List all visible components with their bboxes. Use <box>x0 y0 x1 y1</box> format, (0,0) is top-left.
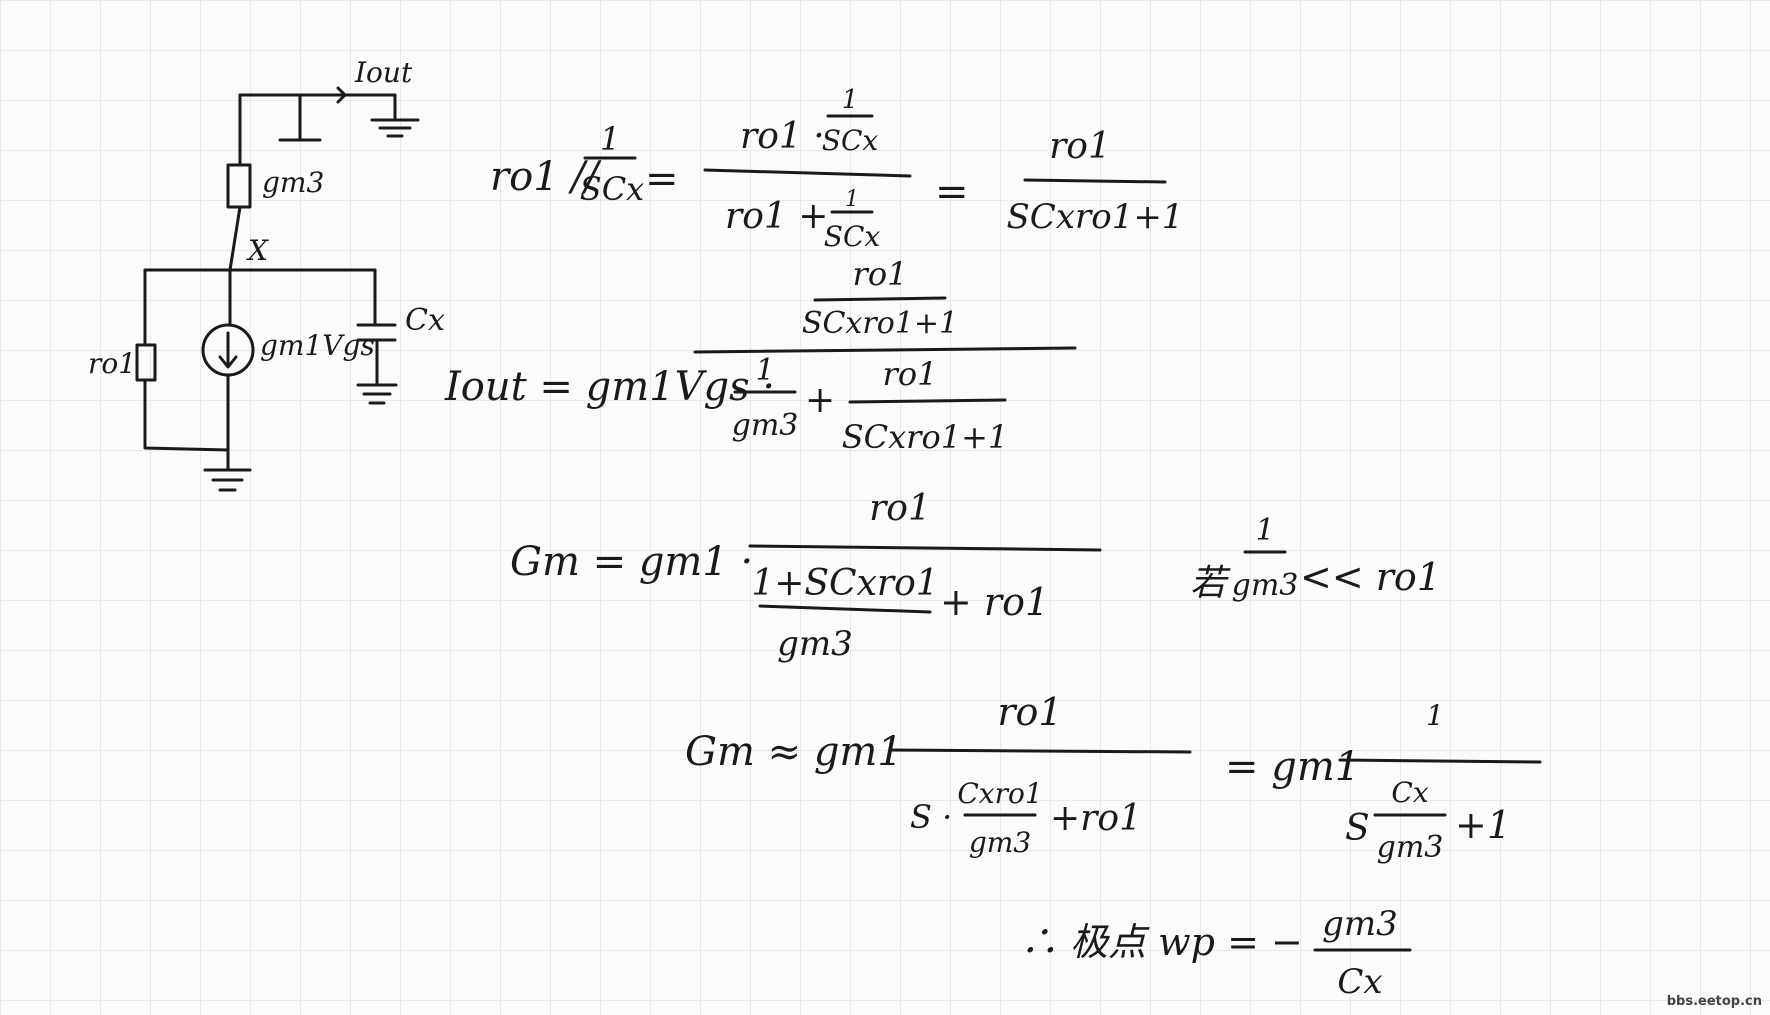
eq3-d-plus: + ro1 <box>940 580 1049 624</box>
iout-arrow <box>336 86 347 104</box>
eq3-d-num: 1+SCxro1 <box>751 563 938 604</box>
eq2-b2-den: SCxro1+1 <box>842 418 1009 456</box>
eq1-mid-den-frac-den: SCx <box>824 220 881 253</box>
eq1-eq: = <box>645 156 679 202</box>
eq4-num: ro1 <box>997 690 1062 734</box>
eq1-mid-den-frac-num: 1 <box>845 187 859 212</box>
small-signal-circuit: Iout gm3 X gm1Vgs ro1 <box>88 56 445 492</box>
eq5-den: Cx <box>1337 962 1382 1002</box>
watermark: bbs.eetop.cn <box>1666 994 1762 1009</box>
eq1-right-fraction-bar <box>1023 178 1167 184</box>
eq1-eq2: = <box>935 169 969 215</box>
source-label: gm1Vgs <box>260 329 375 362</box>
eq1-mid-fraction-bar <box>703 168 912 178</box>
eq2-b1-den: gm3 <box>732 408 799 443</box>
eq3-main-fraction-bar <box>748 544 1102 552</box>
eq3-d-den: gm3 <box>777 624 853 664</box>
cx-label: Cx <box>405 303 445 338</box>
eq2-b2-num: ro1 <box>883 355 938 393</box>
eq5-lhs: ∴ 极点 wp = − <box>1020 920 1303 964</box>
gm3-resistor <box>226 163 252 209</box>
equation-2: Iout = gm1Vgs · ro1 SCxro1+1 1 gm3 + ro1… <box>444 255 1077 456</box>
wire-ro1-bottom <box>143 378 230 452</box>
eq4-d-plus: +ro1 <box>1050 798 1142 839</box>
eq2-b1-num: 1 <box>755 353 774 388</box>
eq1-lhs-den: SCx <box>580 170 644 208</box>
eq2-lhs: Iout = gm1Vgs · <box>444 364 775 410</box>
equation-5: ∴ 极点 wp = − gm3 Cx <box>1020 904 1412 1002</box>
eq2-b2-fraction-bar <box>848 398 1007 404</box>
eq4-r-s: S <box>1345 808 1370 849</box>
eq2-main-fraction-bar <box>693 346 1077 354</box>
eq1-right-num: ro1 <box>1049 126 1111 167</box>
eq4-r-fnum: Cx <box>1391 776 1428 809</box>
eq2-top-num: ro1 <box>853 255 908 293</box>
eq4-r-fden: gm3 <box>1377 830 1444 865</box>
eq4-r-plus: +1 <box>1455 803 1511 847</box>
eq3-cond-prefix: 若 <box>1190 563 1231 604</box>
eq1-right-den: SCxro1+1 <box>1007 197 1184 237</box>
eq4-d-s: S · <box>910 798 952 836</box>
ground-symbol-cx <box>356 338 398 405</box>
node-x-label: X <box>246 234 269 267</box>
eq1-mid-num-a: ro1 · <box>740 116 825 157</box>
ground-symbol-top-right <box>370 93 420 138</box>
ground-symbol-top-left <box>278 93 322 142</box>
eq2-top-fraction-bar <box>813 296 947 302</box>
eq4-main-fraction-bar <box>888 748 1192 754</box>
eq5-num: gm3 <box>1322 904 1398 944</box>
eq3-cond-den: gm3 <box>1232 568 1299 603</box>
eq2-top-den: SCxro1+1 <box>802 306 958 341</box>
eq3-d-fraction-bar <box>758 604 932 614</box>
gm3-label: gm3 <box>262 166 324 199</box>
eq1-mid-den-a: ro1 + <box>725 196 828 237</box>
ro1-label: ro1 <box>88 347 136 380</box>
eq1-mid-num-frac-num: 1 <box>842 85 859 115</box>
eq3-num: ro1 <box>869 488 931 529</box>
equation-1: ro1 // 1 SCx = ro1 · 1 SCx ro1 + 1 SCx =… <box>490 85 1183 253</box>
ground-symbol-bottom <box>203 448 252 492</box>
wire-to-node-x <box>228 205 242 272</box>
eq3-cond-rest: << ro1 <box>1300 555 1441 599</box>
eq3-lhs: Gm = gm1 · <box>510 539 753 585</box>
eq1-mid-num-frac-den: SCx <box>822 124 879 157</box>
eq2-plus: + <box>805 380 835 421</box>
eq1-lhs-num: 1 <box>600 120 620 158</box>
eq4-lhs: Gm ≈ gm1 <box>685 729 903 775</box>
eq4-d-fnum: Cxro1 <box>957 777 1042 810</box>
eq3-cond-num: 1 <box>1255 513 1274 548</box>
eq4-eq: = gm1 <box>1225 744 1360 790</box>
ro1-resistor <box>135 343 157 382</box>
eq4-r-num: 1 <box>1426 699 1444 732</box>
eq4-d-fden: gm3 <box>969 826 1031 859</box>
source-arrow-icon <box>218 331 238 369</box>
eq1-lhs-ro: ro1 // <box>490 154 602 200</box>
iout-label: Iout <box>354 56 413 89</box>
equation-3: Gm = gm1 · ro1 1+SCxro1 gm3 + ro1 若 1 gm… <box>510 488 1441 664</box>
equation-4: Gm ≈ gm1 ro1 S · Cxro1 gm3 +ro1 = gm1 1 … <box>685 690 1542 865</box>
eq4-r-main-fraction-bar <box>1338 758 1542 764</box>
